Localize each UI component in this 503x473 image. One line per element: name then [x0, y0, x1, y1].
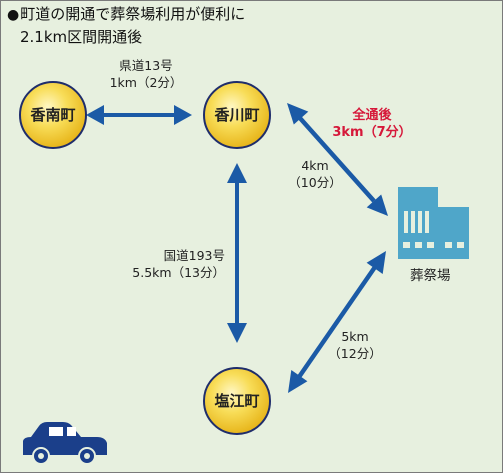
route-prefectural-label: 県道13号 1km（2分） — [105, 57, 187, 91]
node-kagawa-label: 香川町 — [214, 106, 259, 124]
route-shionoe-hall-time: （12分） — [328, 346, 382, 361]
route-national-distance: 5.5km（13分） — [132, 265, 225, 280]
route-shionoe-hall-distance: 5km — [341, 329, 369, 344]
node-shionoe-label: 塩江町 — [214, 392, 259, 410]
node-funeral-hall-label: 葬祭場 — [410, 268, 451, 284]
arrow-kagawa-hall — [287, 103, 388, 216]
bullet-mark: ● — [7, 7, 20, 23]
route-kagawa-hall-distance: 4km — [301, 158, 329, 173]
headline: ●町道の開通で葬祭場利用が便利に 2.1km区間開通後 — [7, 3, 245, 48]
route-prefectural-distance: 1km（2分） — [109, 75, 183, 90]
headline-line-2: 2.1km区間開通後 — [20, 28, 143, 46]
route-new-road-distance: 3km（7分） — [332, 125, 412, 140]
route-kagawa-hall-label: 4km （10分） — [284, 157, 346, 191]
route-new-road-title: 全通後 — [352, 108, 392, 123]
node-kounan-label: 香南町 — [30, 106, 75, 124]
arrow-shionoe-hall — [288, 251, 386, 393]
route-new-road-label: 全通後 3km（7分） — [327, 107, 417, 141]
arrow-kagawa-shionoe — [227, 163, 247, 343]
route-kagawa-hall-time: （10分） — [288, 175, 342, 190]
arrow-kounan-kagawa — [86, 105, 192, 125]
node-kagawa: 香川町 — [203, 81, 271, 149]
route-prefectural-name: 県道13号 — [119, 58, 173, 73]
node-shionoe: 塩江町 — [203, 367, 271, 435]
node-kounan: 香南町 — [19, 81, 87, 149]
route-national-name: 国道193号 — [163, 248, 225, 263]
car-icon — [23, 422, 107, 465]
building-icon — [398, 187, 469, 259]
route-national-label: 国道193号 5.5km（13分） — [129, 247, 225, 281]
route-shionoe-hall-label: 5km （12分） — [324, 328, 386, 362]
headline-line-1: 町道の開通で葬祭場利用が便利に — [20, 5, 246, 23]
